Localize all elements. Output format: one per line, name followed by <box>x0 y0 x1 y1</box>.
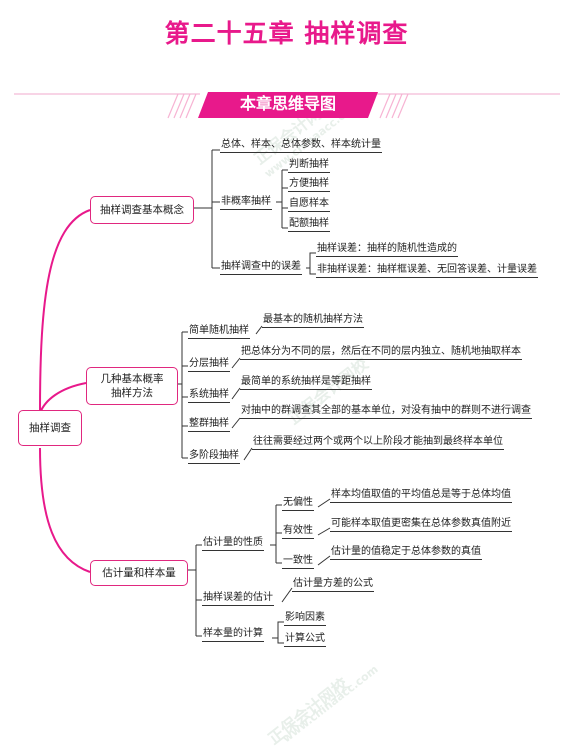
node-population-sample: 总体、样本、总体参数、样本统计量 <box>220 138 382 153</box>
node-non-sampling-error: 非抽样误差：抽样框误差、无回答误差、计量误差 <box>316 263 538 278</box>
node-influencing-factors: 影响因素 <box>284 611 326 626</box>
node-sample-size-calculation: 样本量的计算 <box>202 627 264 642</box>
node-efficiency: 有效性 <box>282 524 314 539</box>
node-estimator-properties: 估计量的性质 <box>202 536 264 551</box>
node-sampling-error-estimation: 抽样误差的估计 <box>202 591 274 606</box>
node-multistage-desc: 往往需要经过两个或两个以上阶段才能抽到最终样本单位 <box>252 435 504 450</box>
node-multistage-sampling: 多阶段抽样 <box>188 449 240 464</box>
node-unbiasedness: 无偏性 <box>282 496 314 511</box>
branch-label-line: 抽样方法 <box>111 387 153 399</box>
branch-basic-concepts[interactable]: 抽样调查基本概念 <box>90 196 194 224</box>
branch-label: 估计量和样本量 <box>102 567 176 579</box>
node-cluster-desc: 对抽中的群调查其全部的基本单位，对没有抽中的群则不进行调查 <box>240 404 532 419</box>
node-stratified-desc: 把总体分为不同的层，然后在不同的层内独立、随机地抽取样本 <box>240 345 522 360</box>
node-stratified-sampling: 分层抽样 <box>188 357 230 372</box>
node-simple-random-sampling: 简单随机抽样 <box>188 324 250 339</box>
node-variance-formula: 估计量方差的公式 <box>292 577 374 592</box>
node-non-probability-sampling: 非概率抽样 <box>220 195 272 210</box>
node-sampling-error: 抽样误差：抽样的随机性造成的 <box>316 242 458 257</box>
root-label: 抽样调查 <box>29 422 71 434</box>
node-quota-sampling: 配额抽样 <box>288 217 330 232</box>
branch-label: 抽样调查基本概念 <box>100 204 184 216</box>
node-systematic-desc: 最简单的系统抽样是等距抽样 <box>240 375 372 390</box>
branch-estimators-sample-size[interactable]: 估计量和样本量 <box>90 560 188 586</box>
node-consistency: 一致性 <box>282 554 314 569</box>
banner-title: 本章思维导图 <box>239 94 336 113</box>
node-convenience-sampling: 方便抽样 <box>288 177 330 192</box>
root-node[interactable]: 抽样调查 <box>18 410 82 446</box>
chapter-title: 第二十五章 抽样调查 <box>164 19 409 48</box>
node-consistency-desc: 估计量的值稳定于总体参数的真值 <box>330 545 482 560</box>
node-survey-errors: 抽样调查中的误差 <box>220 260 302 275</box>
node-efficiency-desc: 可能样本取值更密集在总体参数真值附近 <box>330 517 512 532</box>
node-systematic-sampling: 系统抽样 <box>188 388 230 403</box>
branch-probability-methods[interactable]: 几种基本概率 抽样方法 <box>86 367 178 405</box>
node-voluntary-sample: 自愿样本 <box>288 197 330 212</box>
node-simple-random-desc: 最基本的随机抽样方法 <box>262 313 364 328</box>
node-unbiasedness-desc: 样本均值取值的平均值总是等于总体均值 <box>330 488 512 503</box>
node-cluster-sampling: 整群抽样 <box>188 417 230 432</box>
node-judgment-sampling: 判断抽样 <box>288 158 330 173</box>
branch-label-line: 几种基本概率 <box>100 373 164 385</box>
node-calculation-formula: 计算公式 <box>284 632 326 647</box>
